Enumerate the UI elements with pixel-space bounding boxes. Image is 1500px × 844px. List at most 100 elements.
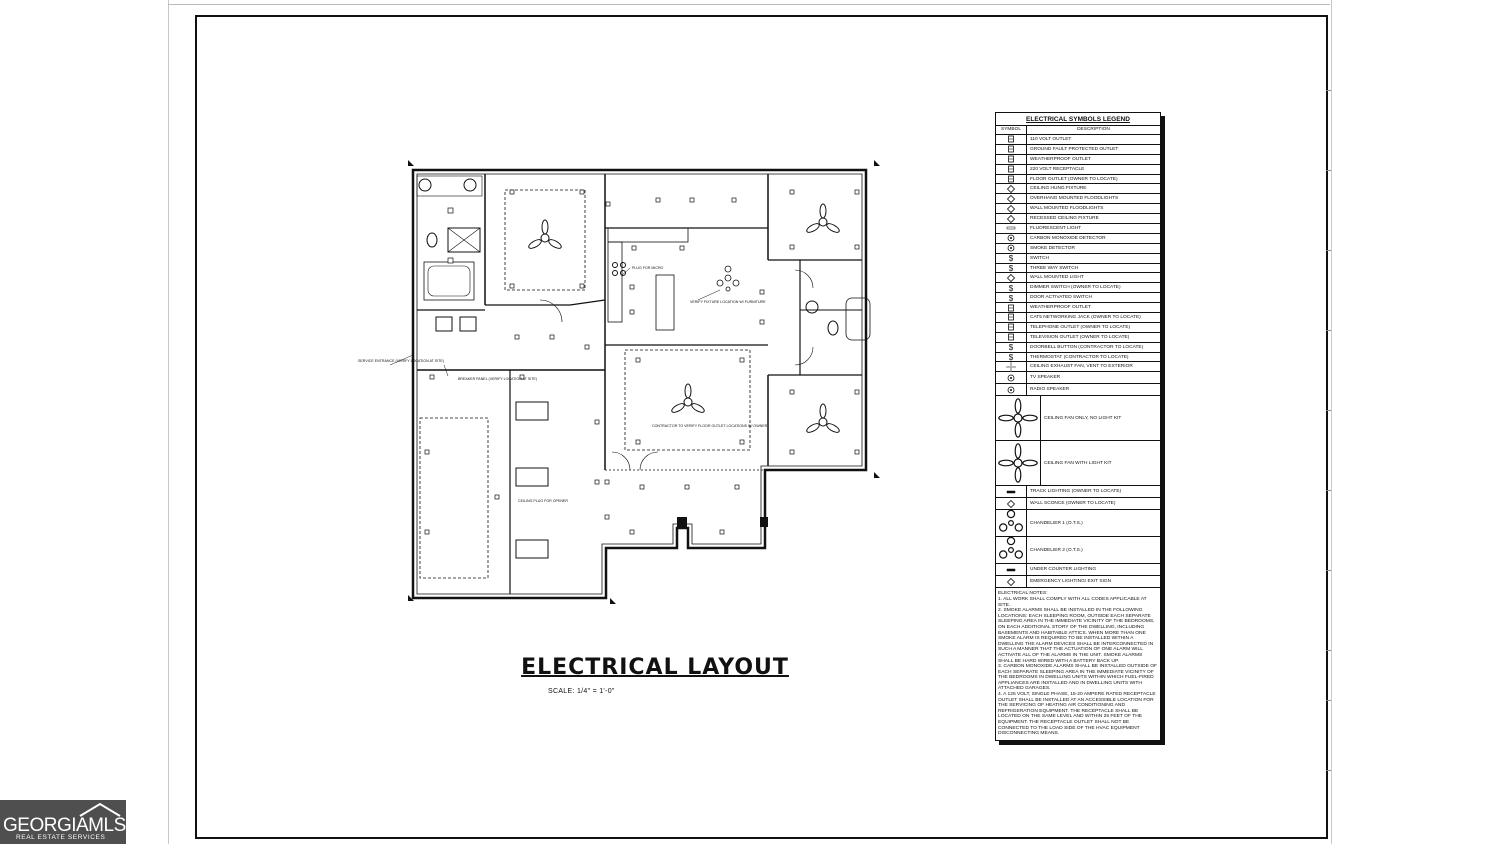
legend-description: CHANDELIER 2 (O.T.S.): [1030, 547, 1083, 553]
sink: [463, 178, 477, 192]
legend-row: CEILING FAN ONLY, NO LIGHT KIT: [996, 396, 1160, 442]
telephone-outlet-icon: [1008, 323, 1014, 331]
legend-title: ELECTRICAL SYMBOLS LEGEND: [996, 113, 1160, 126]
legend-symbol: [996, 154, 1027, 164]
legend-description: CEILING FAN WITH LIGHT KIT: [1044, 460, 1112, 466]
legend-symbol: [996, 322, 1027, 332]
ceiling-fan-light-icon: [998, 443, 1038, 484]
legend-row: WALL MOUNTED LIGHT: [996, 273, 1160, 284]
weatherproof-outlet-icon: [1008, 155, 1014, 163]
legend-description: DOORBELL BUTTON (CONTRACTOR TO LOCATE): [1030, 344, 1144, 350]
legend-description: THERMOSTAT (CONTRACTOR TO LOCATE): [1030, 354, 1129, 360]
legend-row: 220 VOLT RECEPTACLE: [996, 164, 1160, 175]
legend-symbol: [996, 214, 1027, 224]
contractor-floor-note: CONTRACTOR TO VERIFY FLOOR OUTLET LOCATI…: [652, 424, 768, 428]
legend-row: SMOKE DETECTOR: [996, 243, 1160, 254]
island: [655, 274, 675, 331]
exterior-wall-inner: [416, 173, 863, 595]
dimmer-switch-icon: $: [1009, 284, 1014, 293]
legend-description: EMERGENCY LIGHTING/ EXIT SIGN: [1030, 579, 1112, 585]
ceiling-fan-icon: [998, 398, 1038, 439]
doorbell-icon: $: [1009, 343, 1014, 352]
legend-description: RADIO SPEAKER: [1030, 387, 1070, 393]
legend-row: $DIMMER SWITCH (OWNER TO LOCATE): [996, 283, 1160, 294]
recessed-fixture-icon: [1006, 214, 1016, 223]
legend-symbol: [996, 537, 1027, 564]
legend-description: WEATHERPROOF OUTLET: [1030, 156, 1091, 162]
electrical-note: 1. ALL WORK SHALL COMPLY WITH ALL CODES …: [998, 596, 1147, 608]
ceiling-fan-icon: [671, 383, 705, 413]
legend-description: RECESSED CEILING FIXTURE: [1030, 216, 1099, 222]
svg-text:$: $: [1009, 284, 1014, 293]
legend-row: CEILING EXHAUST FAN, VENT TO EXTERIOR: [996, 361, 1160, 373]
kitchen-counter: [607, 227, 689, 243]
legend-row: $ DOORBELL BUTTON (CONTRACTOR TO LOCATE): [996, 342, 1160, 353]
legend-description: WALL MOUNTED LIGHT: [1030, 275, 1084, 281]
garage-light: [515, 539, 549, 559]
door-swing: [794, 269, 814, 289]
legend-row: TV SPEAKER: [996, 372, 1160, 385]
door-swing: [611, 451, 631, 471]
tray-ceiling: [504, 189, 586, 291]
legend-row: TELEVISION OUTLET (OWNER TO LOCATE): [996, 332, 1160, 343]
tv-outlet-icon: [1008, 333, 1014, 341]
door-switch-icon: $: [1009, 294, 1014, 303]
legend-header: SYMBOL DESCRIPTION: [996, 126, 1160, 135]
garage-dash: [419, 417, 489, 579]
kitchen-counter: [607, 241, 623, 323]
exhaust-fan-icon: [1006, 361, 1016, 372]
legend-row: RECESSED CEILING FIXTURE: [996, 214, 1160, 225]
legend-row: $SWITCH: [996, 253, 1160, 264]
svg-text:$: $: [1009, 264, 1014, 273]
plug-for-micro-note: PLUG FOR MICRO: [632, 266, 664, 270]
legend-row: WEATHERPROOF OUTLET: [996, 303, 1160, 314]
legend-description: SWITCH: [1030, 255, 1049, 261]
fluorescent-light-icon: [1006, 227, 1016, 230]
logo-wordmark: GEORGIAMLS: [3, 815, 126, 836]
garage-light: [515, 467, 549, 487]
legend-symbol: [996, 184, 1027, 194]
legend-description: CARBON MONOXIDE DETECTOR: [1030, 235, 1106, 241]
drawing-border: [195, 15, 1328, 839]
legend-symbol: [996, 498, 1027, 510]
legend-description: TV SPEAKER: [1030, 375, 1061, 381]
ceiling-fan-icon: [528, 219, 562, 249]
logo-subtitle: REAL ESTATE SERVICES: [16, 834, 106, 841]
tv-speaker-icon: [1007, 374, 1015, 382]
chandelier-1-icon: [999, 510, 1023, 533]
legend-row: WALL MOUNTED FLOODLIGHTS: [996, 204, 1160, 215]
door-swing: [639, 451, 659, 471]
outlet-110-icon: [1008, 136, 1014, 143]
legend-description: OVERHANG MOUNTED FLOODLIGHTS: [1030, 196, 1119, 202]
legend-row: $THREE WAY SWITCH: [996, 263, 1160, 274]
legend-symbol: [996, 174, 1027, 184]
gfi-outlet-icon: [1008, 145, 1014, 153]
georgiamls-logo: GEORGIAMLS REAL ESTATE SERVICES: [0, 800, 126, 844]
toilet: [827, 320, 839, 336]
legend-row: CEILING HUNG FIXTURE: [996, 184, 1160, 195]
legend-description: CEILING EXHAUST FAN, VENT TO EXTERIOR: [1030, 364, 1133, 370]
tub-inner: [427, 265, 471, 297]
stove-burner: [612, 270, 618, 276]
legend-col-symbol: SYMBOL: [996, 126, 1027, 134]
porch-post: [760, 517, 768, 527]
legend-description: CEILING HUNG FIXTURE: [1030, 186, 1087, 192]
stove-burner: [620, 270, 626, 276]
service-entrance-note: SERVICE ENTRANCE (VERIFY LOCATION AT SIT…: [358, 359, 444, 363]
stove-burner: [612, 262, 618, 268]
tub: [423, 261, 475, 301]
legend-symbol: [996, 510, 1027, 537]
legend-description: CEILING FAN ONLY, NO LIGHT KIT: [1044, 415, 1122, 421]
drawing-scale: SCALE: 1/4" = 1'-0": [548, 688, 615, 695]
wall-floodlight-icon: [1006, 204, 1016, 213]
smoke-detector-icon: [1007, 244, 1015, 252]
ceiling-plug-note: CEILING PLUG FOR OPENER: [518, 499, 568, 503]
legend-symbol: [996, 135, 1027, 144]
svg-text:$: $: [1009, 353, 1014, 362]
under-counter-light-icon: [1006, 568, 1016, 572]
legend-symbol: [996, 384, 1027, 396]
co-detector-icon: [1007, 234, 1015, 242]
electrical-note: 2. SMOKE ALARMS SHALL BE INSTALLED IN TH…: [998, 608, 1155, 664]
legend-row: FLOOR OUTLET (OWNER TO LOCATE): [996, 174, 1160, 185]
legend-symbol: [996, 204, 1027, 214]
